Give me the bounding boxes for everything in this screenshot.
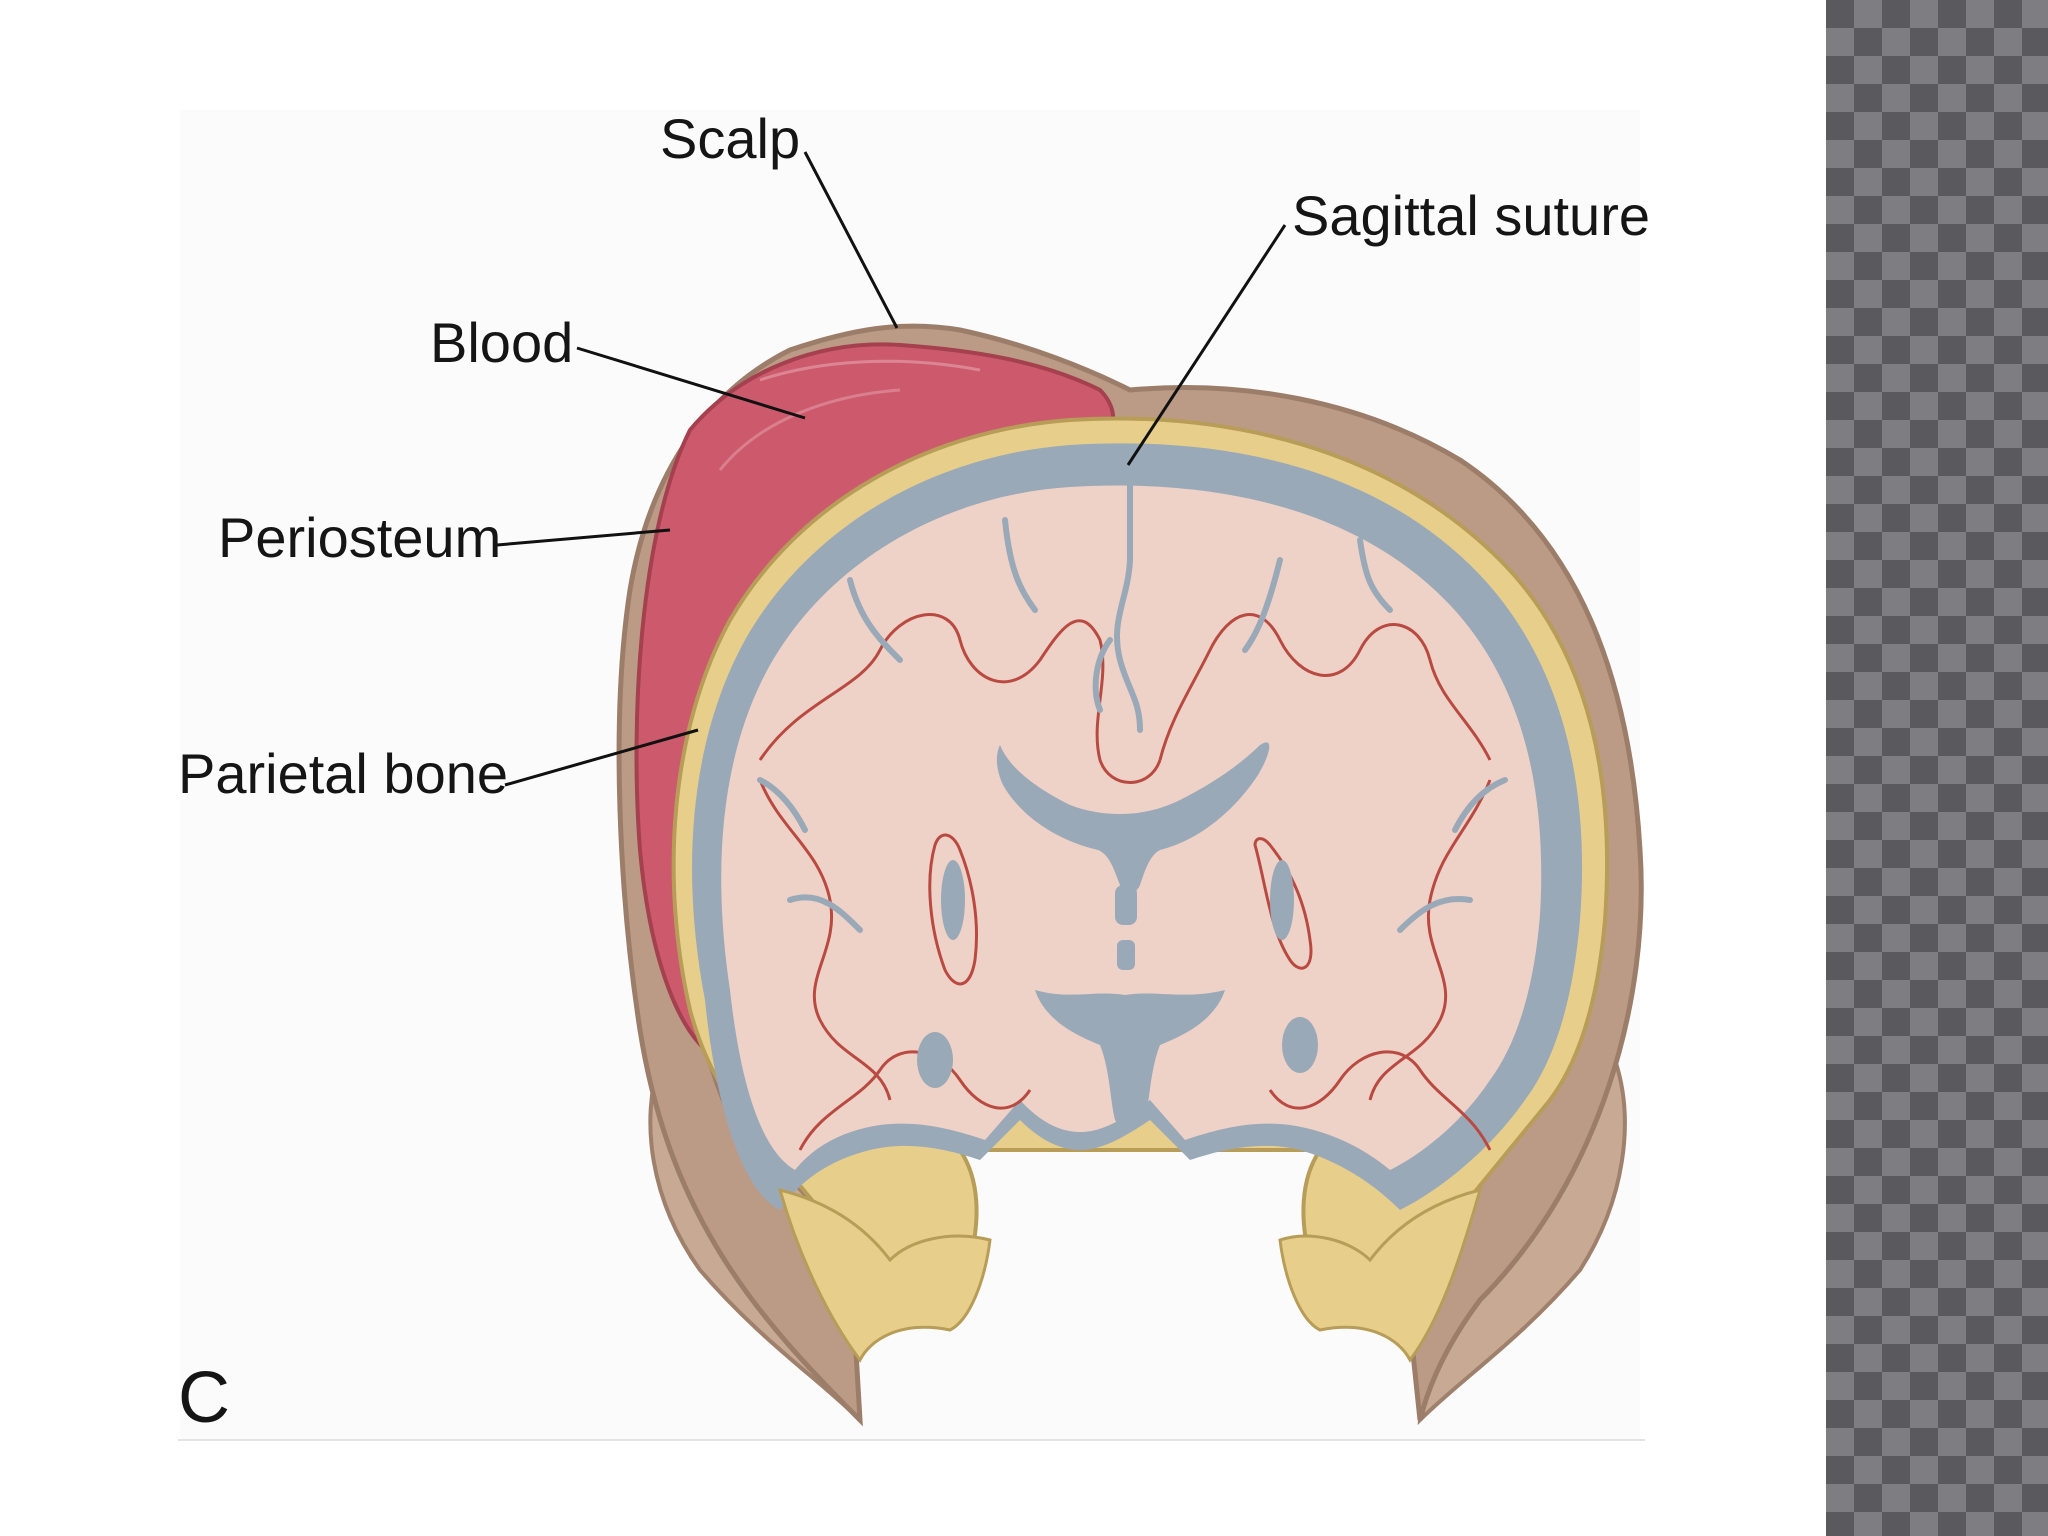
right-skull-base	[1278, 1187, 1483, 1363]
periosteum-leader	[496, 528, 671, 547]
lateral-ventricles	[996, 742, 1270, 893]
lower-ventricle	[1035, 990, 1225, 1128]
blood-leader	[576, 346, 806, 420]
right-temporal-csf	[1282, 1017, 1318, 1073]
parietal-bone-leader	[504, 728, 699, 787]
scalp-leader	[803, 151, 899, 329]
decorative-side-panel	[1826, 0, 2048, 1536]
slide-area: Scalp Sagittal suture Blood Periosteum P…	[178, 107, 1650, 1441]
sulci-csf	[757, 467, 1508, 933]
sagittal-suture-leader	[1126, 224, 1287, 466]
label-sagittal-suture: Sagittal suture	[1292, 184, 1650, 247]
label-parietal-bone: Parietal bone	[178, 742, 508, 805]
left-temporal-csf	[917, 1032, 953, 1088]
label-blood: Blood	[430, 311, 573, 374]
right-insula-csf	[1270, 860, 1294, 940]
skull-cross-section-diagram: Scalp Sagittal suture Blood Periosteum P…	[178, 107, 1650, 1441]
label-scalp: Scalp	[660, 107, 800, 170]
septum-ventricle	[1115, 885, 1137, 925]
left-insula-csf	[941, 860, 965, 940]
panel-letter: C	[178, 1358, 230, 1438]
label-periosteum: Periosteum	[218, 506, 501, 569]
left-skull-base	[777, 1187, 992, 1363]
third-ventricle	[1117, 940, 1135, 970]
